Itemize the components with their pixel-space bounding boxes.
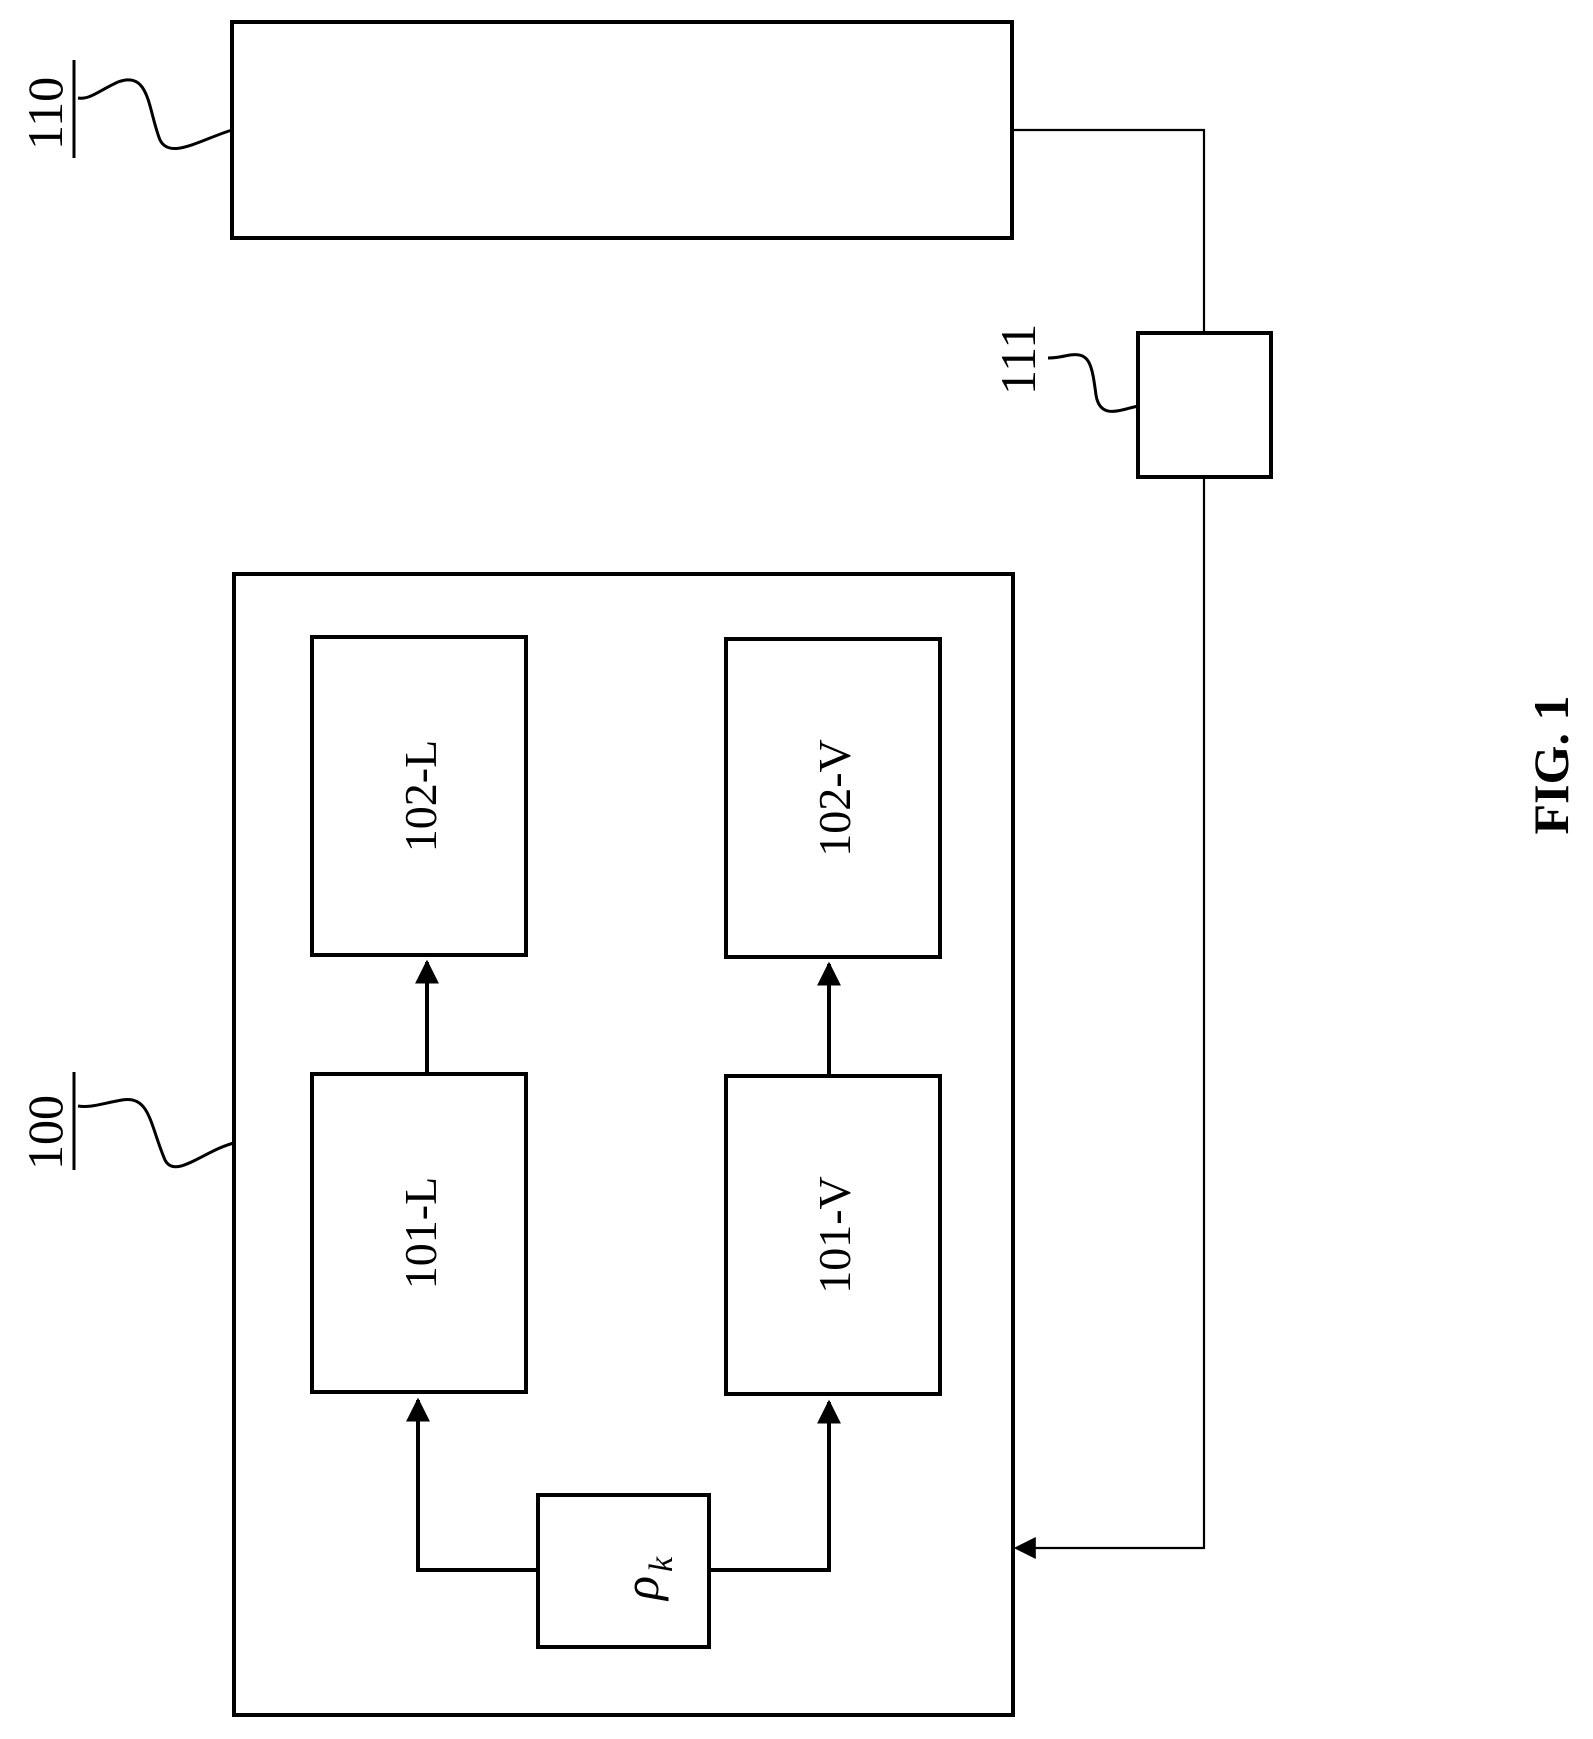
label-102-V: 102-V bbox=[809, 739, 860, 857]
label-102-L: 102-L bbox=[395, 740, 446, 852]
svg-text:ρ: ρ bbox=[613, 1576, 669, 1602]
ref-111: 111 bbox=[990, 324, 1046, 395]
block-110 bbox=[232, 22, 1012, 238]
ref-110: 110 bbox=[17, 77, 73, 150]
wire-110-to-111 bbox=[1012, 130, 1204, 333]
wire-111-to-100 bbox=[1016, 477, 1204, 1548]
label-101-V: 101-V bbox=[809, 1176, 860, 1294]
block-111 bbox=[1138, 333, 1271, 477]
arrow-rho-to-101L bbox=[418, 1400, 538, 1570]
leader-110 bbox=[78, 80, 232, 149]
arrow-rho-to-101V bbox=[709, 1402, 829, 1570]
figure-caption: FIG. 1 bbox=[1523, 696, 1579, 835]
ref-100: 100 bbox=[17, 1095, 73, 1170]
label-rho-k: ρ k bbox=[613, 1556, 680, 1602]
leader-100 bbox=[78, 1099, 234, 1166]
leader-111 bbox=[1048, 355, 1138, 412]
svg-text:k: k bbox=[643, 1556, 680, 1572]
block-rho-k bbox=[538, 1495, 709, 1647]
label-101-L: 101-L bbox=[395, 1177, 446, 1289]
block-100 bbox=[234, 574, 1013, 1715]
